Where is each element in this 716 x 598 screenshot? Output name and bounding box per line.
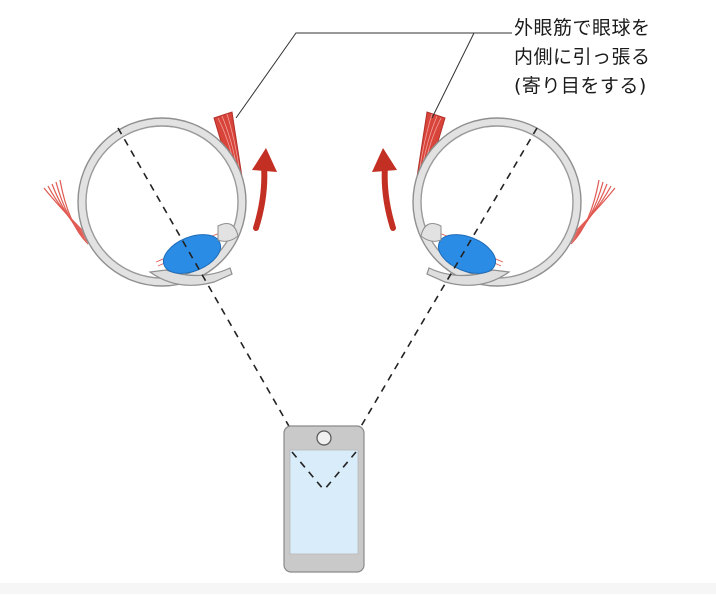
left-eye [43,111,247,287]
phone-home-button [316,430,332,446]
right-lens [437,234,497,274]
smartphone-icon [283,425,365,573]
bottom-strip [0,583,716,594]
right-eye [412,111,616,287]
caption-line-2: 内側に引っ張る [514,46,651,68]
right-eye-outer-muscle [570,179,616,245]
left-rotation-arrow [252,148,277,231]
right-rotation-arrow [372,148,397,231]
caption-line-1: 外眼筋で眼球を [514,17,651,39]
right-optic-nerve [426,267,511,286]
caption-line-3: (寄り目をする) [514,75,647,97]
left-optic-nerve [148,267,233,286]
annotation-caption: 外眼筋で眼球を 内側に引っ張る (寄り目をする) [514,14,710,101]
annotation-leader-lines [235,32,512,119]
